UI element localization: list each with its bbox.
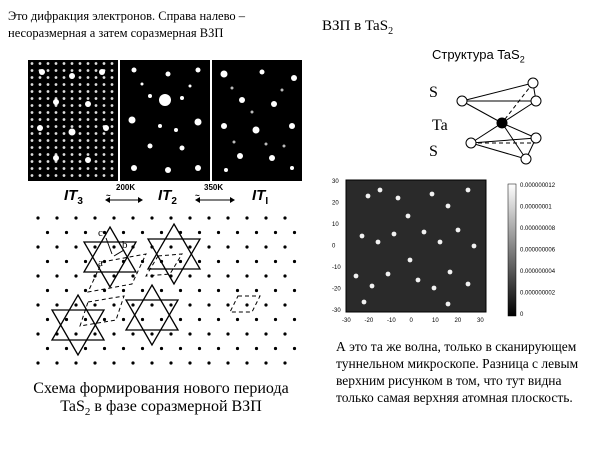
- caption-left-line1: Схема формирования нового периода: [33, 380, 289, 397]
- stm-colorbar-tick: 0.000000008: [520, 226, 556, 232]
- stm-x-tick: -20: [365, 318, 374, 324]
- phase-labels: IT3 ~ 200K IT2 ~ 350K ITI: [40, 183, 300, 208]
- label-s-bottom: S: [429, 143, 438, 160]
- stm-x-tick: 0: [410, 318, 414, 324]
- stm-x-tick: 10: [432, 318, 439, 324]
- lattice-label-a: a: [98, 257, 103, 269]
- stm-image-panel: 30 20 10 0 -10 -20 -30 -30 -20 -10 0 10 20 30 0.0000…: [328, 176, 598, 328]
- stm-x-tick: 20: [455, 318, 462, 324]
- temperature-200k: 200K: [116, 183, 136, 192]
- lattice-label-c: c: [98, 227, 103, 239]
- transition-arrows: [105, 197, 235, 203]
- structure-title: Структура TaS2: [432, 47, 525, 65]
- stm-colorbar-tick: 0.00000001: [520, 205, 552, 211]
- phase-it2: IT2: [158, 187, 177, 207]
- stm-y-tick: -10: [332, 265, 341, 271]
- stm-y-tick: 30: [332, 179, 339, 185]
- diffraction-panel-it1: [212, 60, 302, 181]
- stm-x-tick: 30: [477, 318, 484, 324]
- tas2-structure-diagram: [456, 77, 542, 165]
- stm-colorbar-tick: 0.000000004: [520, 269, 556, 275]
- stm-y-tick: -20: [332, 287, 341, 293]
- stm-colorbar-tick: 0.000000006: [520, 248, 556, 254]
- stm-x-tick: -10: [387, 318, 396, 324]
- stm-colorbar-tick: 0.000000002: [520, 291, 556, 297]
- diffraction-panel-it2: [120, 60, 210, 181]
- lattice-diagram: c b a: [36, 216, 297, 365]
- label-ta: Ta: [432, 117, 448, 134]
- intro-text: Это дифракция электронов. Справа налево …: [8, 9, 246, 40]
- lattice-label-b: b: [122, 239, 128, 251]
- temperature-350k: 350K: [204, 183, 224, 192]
- stm-y-tick: 0: [332, 244, 336, 250]
- tilde-2: ~: [195, 191, 200, 200]
- caption-left-line2: TaS2 в фазе соразмерной ВЗП: [60, 398, 262, 419]
- tilde-1: ~: [106, 191, 111, 200]
- label-s-top: S: [429, 84, 438, 101]
- cdw-title: ВЗП в TaS2: [322, 18, 394, 37]
- stm-x-tick: -30: [342, 318, 351, 324]
- stm-colorbar-tick: 0.000000012: [520, 183, 556, 189]
- phase-it1: ITI: [252, 187, 269, 207]
- stm-y-tick: -30: [332, 308, 341, 314]
- diffraction-panel-it3: [28, 60, 118, 181]
- caption-left: Схема формирования нового периода TaS2 в…: [22, 380, 300, 421]
- caption-right: А это та же волна, только в сканирующем …: [336, 339, 579, 405]
- stm-y-tick: 10: [332, 222, 339, 228]
- stm-colorbar-tick: 0: [520, 312, 524, 318]
- phase-it3: IT3: [64, 187, 83, 207]
- stm-y-tick: 20: [332, 201, 339, 207]
